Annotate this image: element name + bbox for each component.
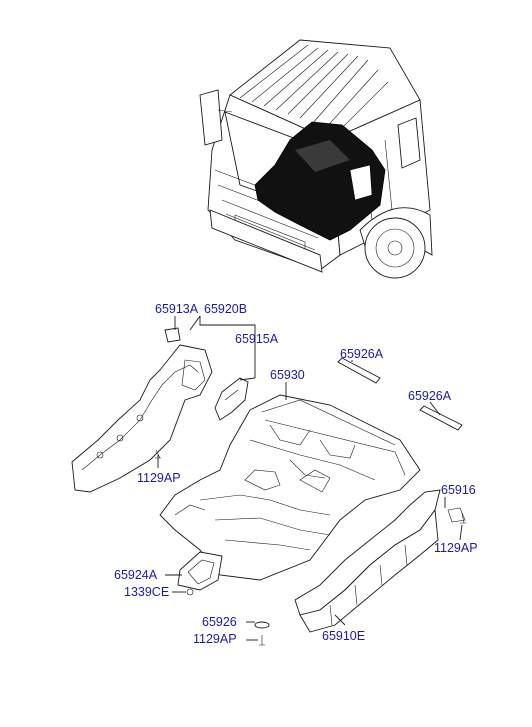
- label-65926A-lower: 65926A: [408, 389, 452, 403]
- main-floor-part: [159, 394, 421, 581]
- fasteners: [155, 449, 466, 646]
- label-65930: 65930: [270, 368, 305, 382]
- highlighted-floor-area: [254, 121, 386, 241]
- truck-cab-illustration: [199, 39, 433, 279]
- label-65926: 65926: [202, 615, 237, 629]
- label-65920B: 65920B: [204, 302, 247, 316]
- label-1129AP-bottom: 1129AP: [193, 632, 237, 646]
- right-side-panel-part: [294, 489, 466, 633]
- label-1129AP-left: 1129AP: [137, 471, 181, 485]
- leader-lines: [157, 315, 463, 641]
- strip-parts: [337, 357, 463, 431]
- part-labels: 65913A 65920B 65915A 65926A 65930 65926A…: [114, 302, 478, 646]
- label-65924A: 65924A: [114, 568, 158, 582]
- label-65910E: 65910E: [322, 629, 365, 643]
- label-1129AP-right: 1129AP: [434, 541, 478, 555]
- label-1339CE: 1339CE: [124, 585, 169, 599]
- label-65926A-upper: 65926A: [340, 347, 384, 361]
- cover-plate-part: [177, 551, 223, 591]
- label-65913A: 65913A: [155, 302, 199, 316]
- label-65916: 65916: [441, 483, 476, 497]
- label-65915A: 65915A: [235, 332, 279, 346]
- bracket-part: [214, 377, 249, 421]
- left-side-panel-part: [71, 327, 213, 493]
